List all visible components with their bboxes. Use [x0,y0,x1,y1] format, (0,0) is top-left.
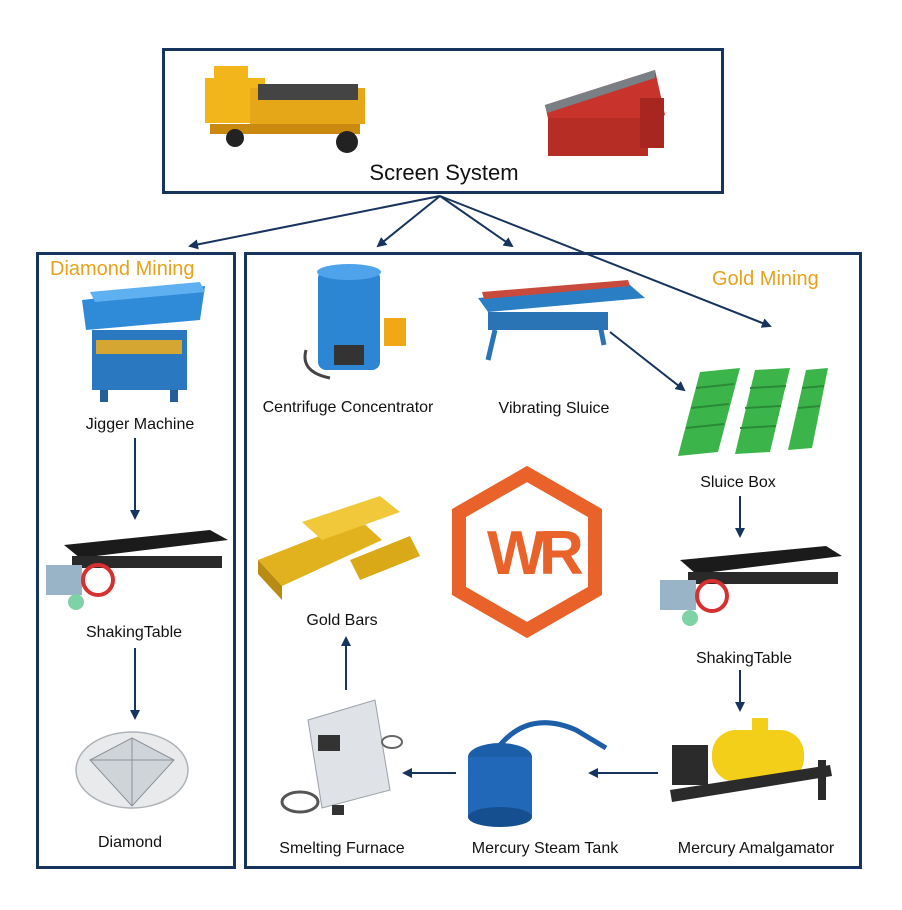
label-vibrating-sluice: Vibrating Sluice [498,400,610,417]
label-jigger-machine: Jigger Machine [85,416,195,433]
label-smelting-furnace: Smelting Furnace [279,840,405,857]
svg-text:R: R [539,519,584,588]
label-shaking-table-right: ShakingTable [695,650,793,667]
label-sluice-box: Sluice Box [700,474,776,491]
arrow-vsluice-to-sluicebox [609,331,686,392]
label-mercury-steam-tank: Mercury Steam Tank [471,840,619,857]
label-shaking-table-left: ShakingTable [85,624,183,641]
vibrating-sluice-image [478,280,645,361]
label-centrifuge: Centrifuge Concentrator [262,399,434,416]
arrow-to-diamond [188,195,441,250]
mercury-amalgamator-image [670,718,832,802]
centrifuge-image [303,264,406,380]
arrow-to-sluice-box [439,195,772,328]
arrow-to-vibrating-sluice [439,195,514,248]
gold-mining-title: Gold Mining [712,268,819,290]
screen-system-frame [162,48,724,194]
diamond-image [75,731,189,809]
screen-system-title: Screen System [369,160,519,185]
arrow-to-centrifuge [376,195,441,248]
svg-text:W: W [487,519,546,588]
gold-bars-image [258,496,420,600]
diamond-mining-title: Diamond Mining [50,258,195,280]
shaking-table-left-image [46,530,228,610]
vibrating-screen-image [545,70,665,156]
diamond-mining-frame [36,252,236,869]
label-diamond: Diamond [97,834,163,851]
shaking-table-right-image [660,546,842,626]
smelting-furnace-image [280,699,403,815]
trommel-screen-image [205,66,365,153]
sluice-box-image [678,368,828,456]
wr-logo: W R [452,465,602,639]
mercury-steam-tank-image [468,720,608,827]
label-mercury-amalgamator: Mercury Amalgamator [677,840,835,857]
gold-mining-frame [244,252,862,869]
jigger-machine-image [82,282,205,402]
label-gold-bars: Gold Bars [306,612,378,629]
